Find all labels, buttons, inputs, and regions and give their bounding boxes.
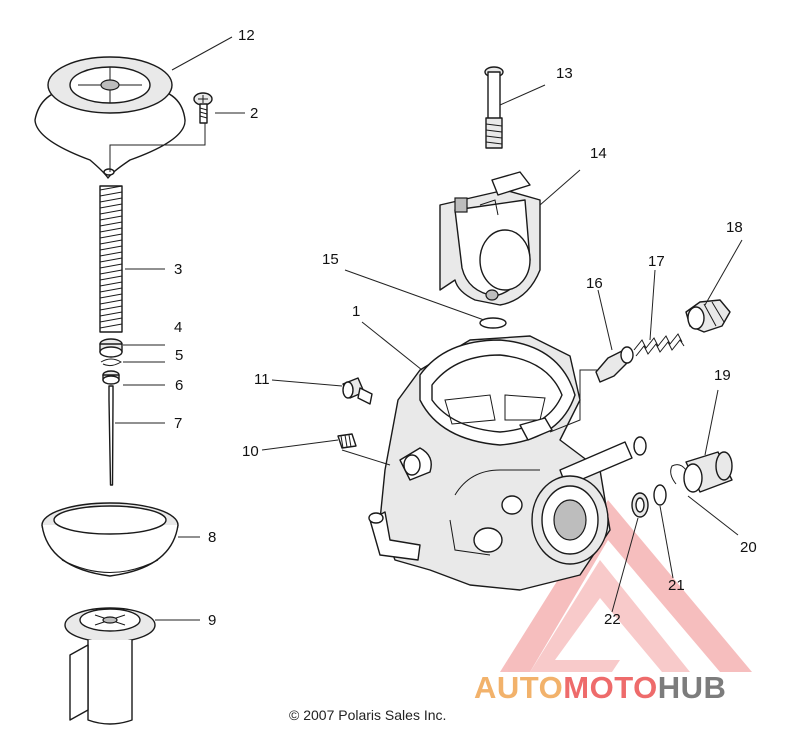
part-19-cap [683,451,733,493]
watermark-part-1: AUTO [474,670,564,705]
callout-21: 21 [668,577,685,594]
part-5-clip [100,358,122,367]
callout-3: 3 [174,261,182,278]
callout-12: 12 [238,27,255,44]
callout-11: 11 [254,371,270,388]
callout-1: 1 [352,303,360,320]
callout-6: 6 [175,377,183,394]
part-22-o-ring [631,492,649,518]
callout-22: 22 [604,611,621,628]
callout-7: 7 [174,415,182,432]
callout-4: 4 [174,319,182,336]
part-3-spring [99,185,123,333]
part-7-jet-needle [108,385,114,486]
callout-20: 20 [740,539,757,556]
part-14-bracket [439,171,541,306]
callout-16: 16 [586,275,603,292]
leader-lines [109,36,743,621]
copyright-notice: © 2007 Polaris Sales Inc. [289,707,447,723]
callout-9: 9 [208,612,216,629]
part-4-needle-holder [99,338,123,358]
part-11-screw [342,377,373,405]
watermark-logo [500,500,752,672]
part-17-spring [633,333,685,357]
part-12-top-cover [34,56,186,179]
callout-19: 19 [714,367,731,384]
part-16-plunger [595,346,634,383]
part-21-washer [653,484,667,506]
callout-15: 15 [322,251,339,268]
part-9-throttle-slide [64,607,156,725]
part-10-screw [337,433,357,449]
part-15-o-ring [479,317,507,329]
part-18-nut [685,299,731,333]
part-20-snap-ring [670,464,687,485]
part-8-diaphragm [41,502,179,577]
part-1-carburetor-body [368,335,647,591]
watermark-part-2: MOTO [563,670,658,705]
callout-18: 18 [726,219,743,236]
callout-2: 2 [250,105,258,122]
callout-labels: 12 2 3 4 5 6 7 8 9 13 14 15 1 16 17 18 1… [174,27,757,629]
part-2-screw [193,92,213,124]
callout-13: 13 [556,65,573,82]
callout-5: 5 [175,347,183,364]
callout-10: 10 [242,443,259,460]
callout-8: 8 [208,529,216,546]
part-6-washer [102,370,120,385]
watermark-brand-text: AUTOMOTOHUB [474,670,726,706]
watermark-part-3: HUB [657,670,727,705]
part-13-adjust-screw [484,66,504,149]
callout-14: 14 [590,145,607,162]
callout-17: 17 [648,253,665,270]
